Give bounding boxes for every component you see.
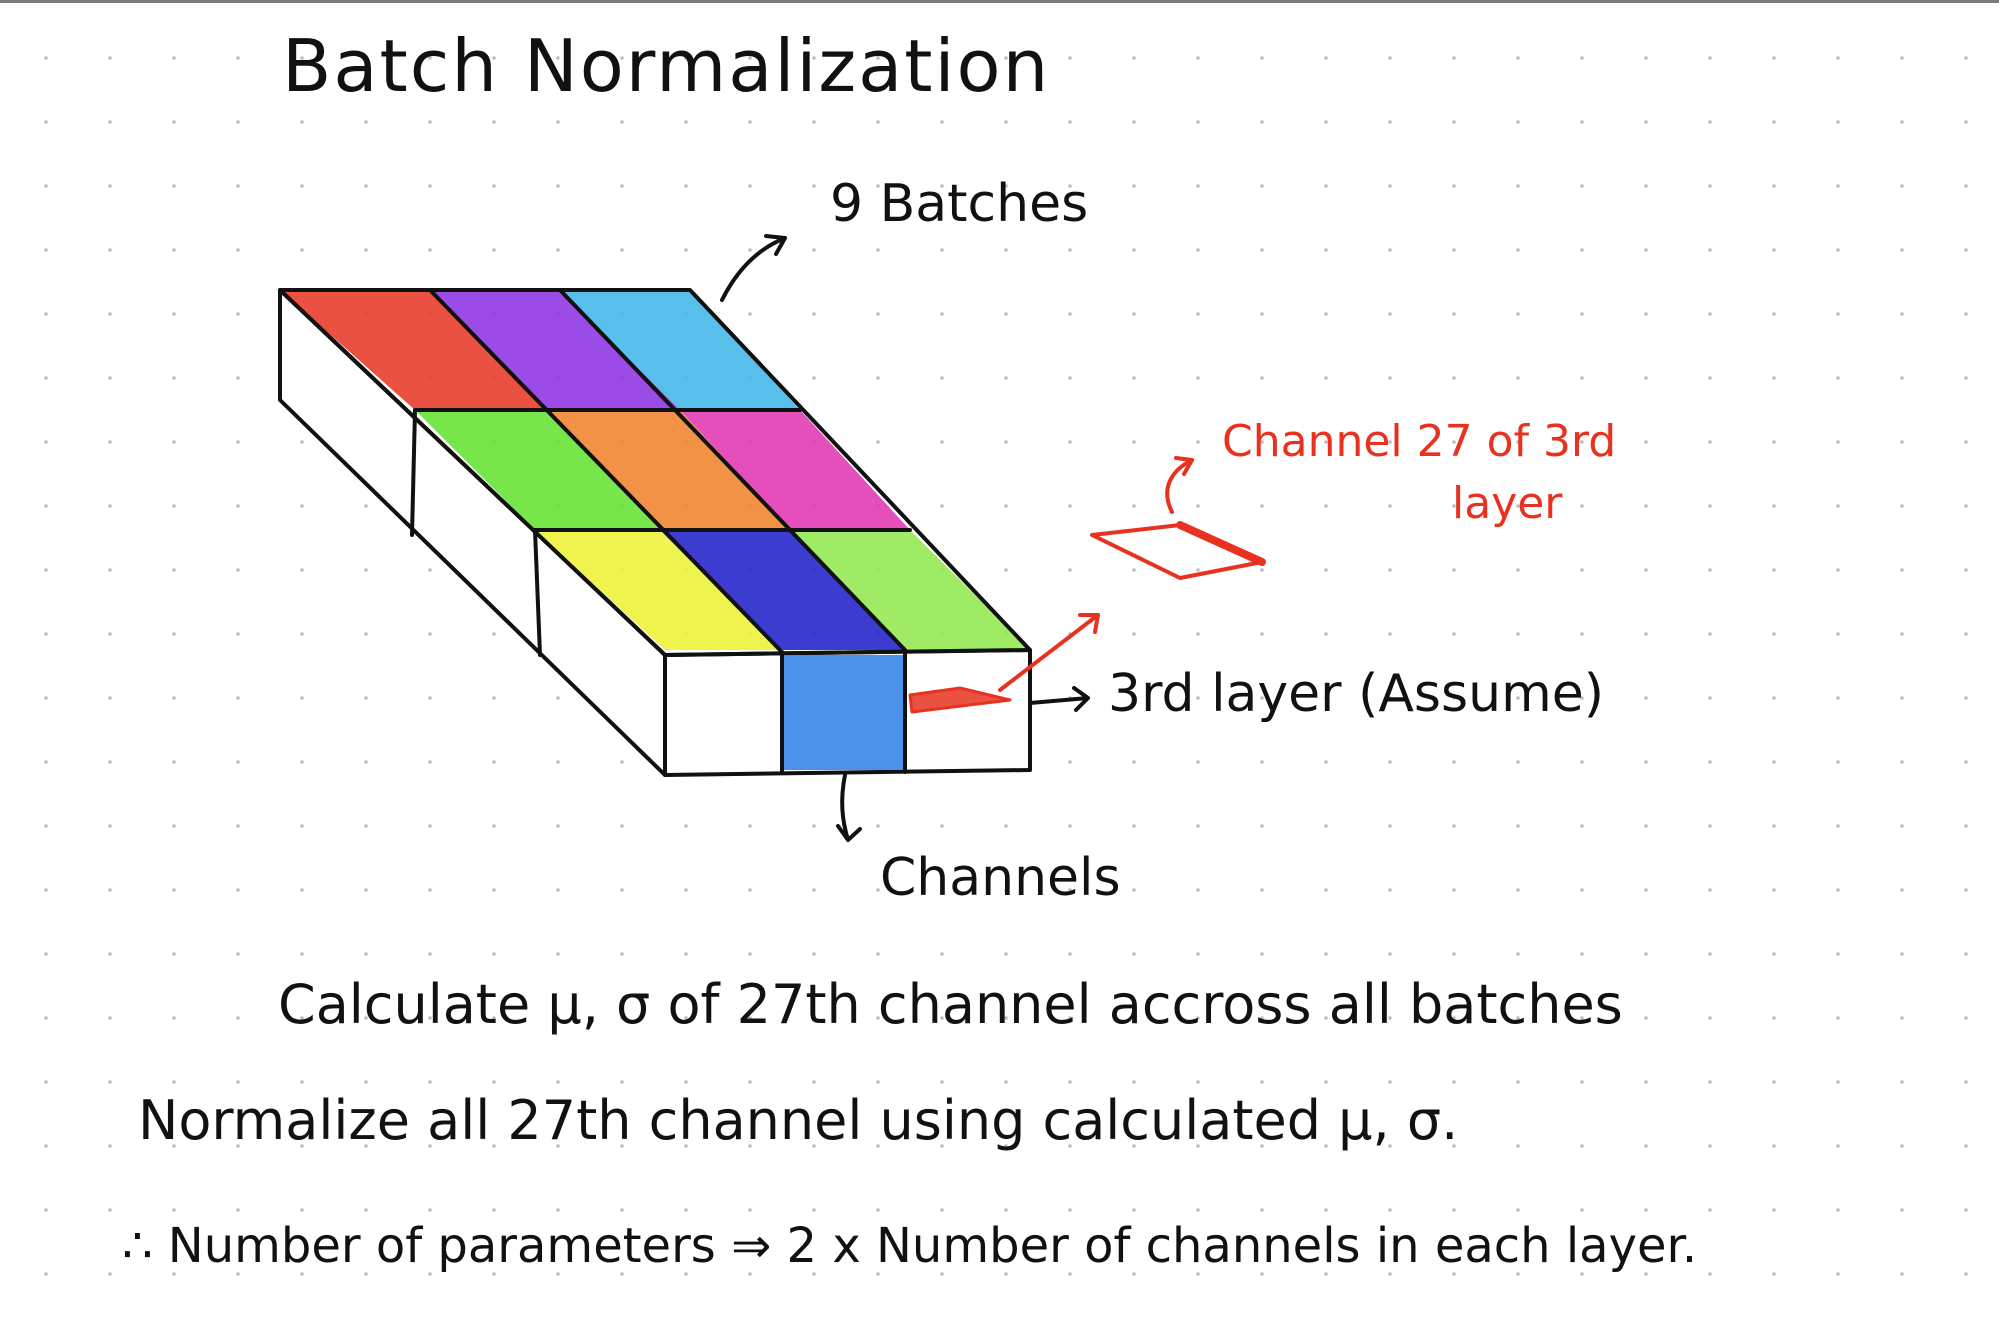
top-rule — [0, 0, 1999, 3]
channels-label: Channels — [880, 848, 1121, 908]
batch-tile-3 — [560, 290, 800, 410]
batches-label: 9 Batches — [830, 174, 1089, 234]
highlighted-channel — [782, 655, 904, 770]
channel27-arrow — [998, 613, 1100, 692]
layer-slice-marker — [908, 686, 1012, 714]
note-normalize: Normalize all 27th channel using calcula… — [138, 1089, 1459, 1152]
channel27-label-line2: layer — [1452, 478, 1563, 529]
channel27-slice-edge — [1176, 521, 1266, 566]
side-face-dividers — [410, 408, 542, 657]
batches-arrow — [720, 234, 787, 302]
note-calculate: Calculate μ, σ of 27th channel accross a… — [278, 973, 1623, 1036]
channel27-label-line1: Channel 27 of 3rd — [1222, 416, 1617, 467]
channel27-callout-arrow — [1165, 456, 1194, 514]
batch-tile-8 — [660, 530, 905, 650]
batch-tile-5 — [545, 410, 790, 530]
batch-tile-7 — [535, 530, 780, 650]
batch-tile-4 — [415, 410, 660, 530]
note-parameters: ∴ Number of parameters ⇒ 2 x Number of c… — [122, 1218, 1698, 1274]
channels-arrow — [836, 773, 862, 842]
batch-tile-9 — [790, 530, 1030, 650]
batch-tile-1 — [280, 290, 545, 410]
page-title: Batch Normalization — [282, 24, 1051, 108]
front-face-dividers — [780, 650, 907, 774]
top-face-grid — [413, 288, 912, 652]
layer-label: 3rd layer (Assume) — [1108, 664, 1605, 724]
batch-tile-6 — [680, 410, 910, 530]
batch-tile-2 — [430, 290, 680, 410]
layer-arrow — [1028, 686, 1090, 712]
